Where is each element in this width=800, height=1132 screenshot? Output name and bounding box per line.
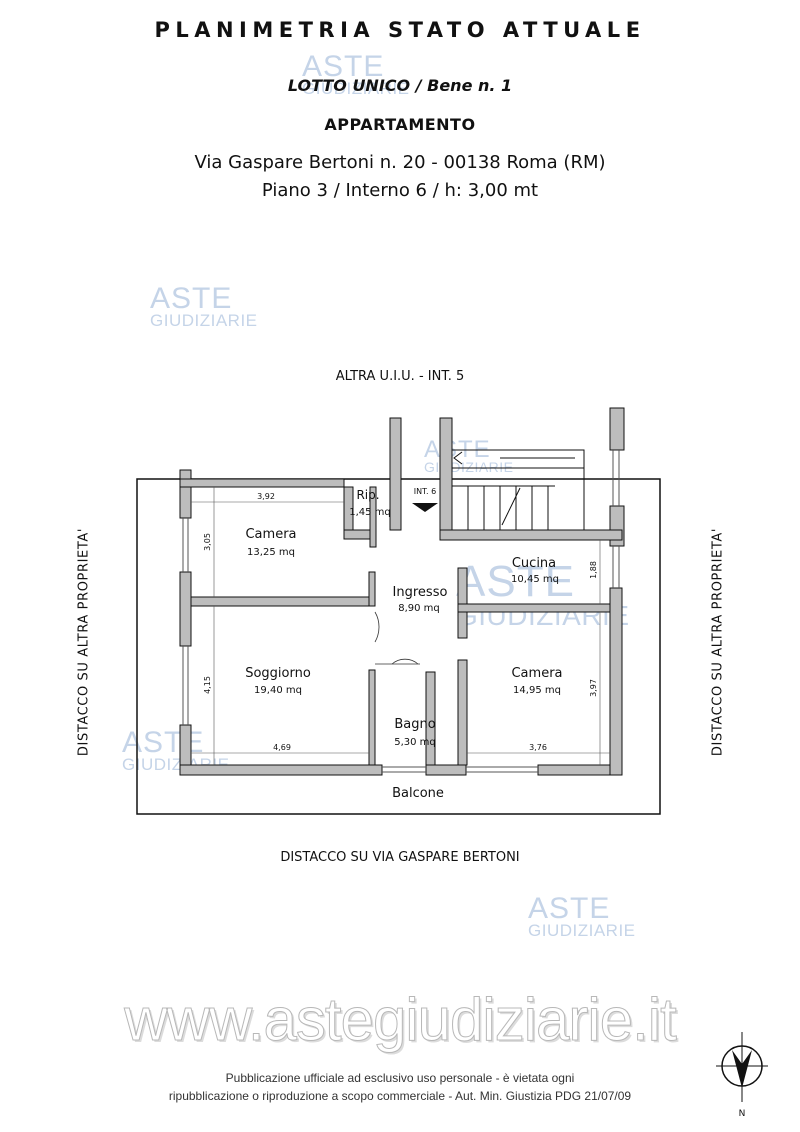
wall (179, 764, 383, 776)
entrance-arrow-icon (412, 503, 438, 512)
wall (609, 587, 623, 776)
watermark-aste: ASTE (456, 557, 575, 606)
watermark-giudiziarie: GIUDIZIARIE (528, 921, 636, 940)
watermark-aste: ASTE (150, 282, 233, 315)
walls (179, 407, 625, 776)
lot-subtitle: LOTTO UNICO / Bene n. 1 (0, 76, 800, 95)
wall (537, 764, 623, 776)
wall (368, 571, 376, 607)
wall (425, 764, 467, 776)
lot-label: LOTTO UNICO (287, 76, 411, 95)
wall (457, 659, 468, 766)
watermark-aste: ASTE (302, 50, 385, 83)
room-area: 10,45 mq (511, 574, 559, 585)
wall (425, 671, 436, 766)
floor-info: Piano 3 / Interno 6 / h: 3,00 mt (261, 180, 539, 201)
footer-note-line2: ripubblicazione o riproduzione a scopo c… (168, 1089, 632, 1103)
footer-note-line1: Pubblicazione ufficiale ad esclusivo uso… (225, 1071, 575, 1085)
wall (369, 486, 377, 548)
balcony-label: Balcone (392, 786, 444, 801)
dim-label: 4,69 (273, 743, 291, 752)
property-type: APPARTAMENTO (324, 115, 476, 134)
watermark-site: www.astegiudiziarie.it (124, 986, 678, 1054)
watermark-giudiziarie: GIUDIZIARIE (150, 311, 258, 330)
stairwell (451, 449, 585, 531)
page-title: PLANIMETRIA STATO ATTUALE (154, 18, 646, 42)
room-name: Bagno (394, 717, 435, 732)
label-street-side: DISTACCO SU VIA GASPARE BERTONI (280, 850, 520, 865)
label-neighbor-unit: ALTRA U.I.U. - INT. 5 (335, 369, 465, 384)
wall (389, 417, 402, 531)
watermark-logo-6: ASTE GIUDIZIARIE (528, 892, 636, 940)
bene-label: Bene n. 1 (427, 76, 513, 95)
door-swing (391, 658, 419, 665)
watermark-aste: ASTE (528, 892, 611, 925)
room-area: 14,95 mq (513, 685, 561, 696)
stair-arrow (501, 487, 521, 526)
room-name: Camera (511, 666, 562, 681)
room-area: 5,30 mq (394, 737, 436, 748)
room-area: 1,45 mq (349, 507, 391, 518)
room-area: 13,25 mq (247, 547, 295, 558)
room-name: Soggiorno (245, 666, 311, 681)
wall (190, 596, 370, 607)
wall (368, 669, 376, 766)
room-area: 8,90 mq (398, 603, 440, 614)
watermark-logo-1: ASTE GIUDIZIARIE (302, 50, 410, 98)
unit-number-label: INT. 6 (414, 487, 436, 496)
dim-label: 3,92 (257, 492, 275, 501)
stair-core (451, 449, 585, 531)
wall (457, 603, 611, 613)
wall (457, 567, 468, 639)
dimension-labels: 3,92 3,05 4,15 4,69 3,76 1,88 3,97 (203, 492, 598, 752)
lot-separator: / (415, 76, 422, 95)
wall (439, 529, 623, 541)
compass-needle-icon (732, 1050, 752, 1088)
wall (179, 478, 345, 488)
door-swing (374, 611, 380, 643)
watermark-giudiziarie: GIUDIZIARIE (302, 79, 410, 98)
property-address: Via Gaspare Bertoni n. 20 - 00138 Roma (… (194, 152, 606, 173)
wall (439, 417, 453, 531)
stair-arrow-head (453, 451, 463, 465)
dimension-lines (191, 487, 610, 765)
wall (609, 407, 625, 451)
wall (179, 571, 192, 647)
dim-label: 3,76 (529, 743, 547, 752)
room-name: Rip. (356, 488, 379, 502)
room-name: Ingresso (393, 585, 448, 600)
wall (179, 469, 192, 519)
dim-label: 4,15 (203, 676, 212, 694)
room-area: 19,40 mq (254, 685, 302, 696)
dim-label: 1,88 (589, 561, 598, 579)
doors (374, 611, 420, 665)
room-labels: Camera 13,25 mq Rip. 1,45 mq Ingresso 8,… (245, 487, 562, 801)
room-name: Cucina (512, 556, 556, 571)
north-label: N (739, 1109, 746, 1119)
dim-label: 3,97 (589, 679, 598, 697)
windows (182, 450, 620, 773)
watermark-logo-2: ASTE GIUDIZIARIE (150, 282, 258, 330)
room-name: Camera (245, 527, 296, 542)
north-arrow: N (716, 1032, 768, 1119)
dim-label: 3,05 (203, 533, 212, 551)
